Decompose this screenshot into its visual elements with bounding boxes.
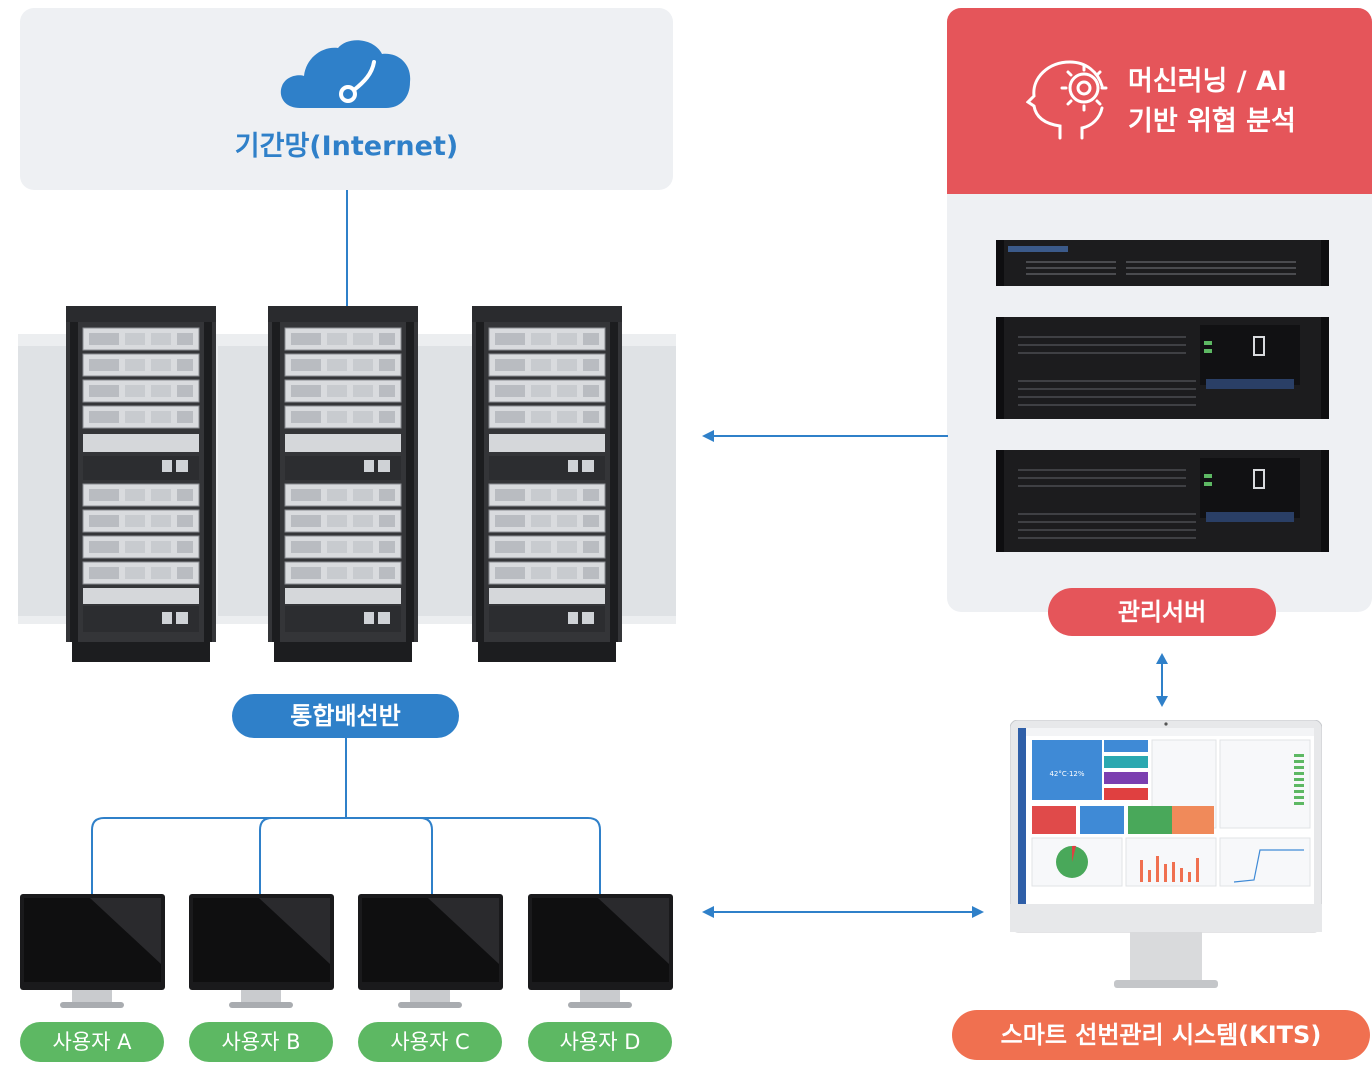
internet-label: 기간망(Internet) <box>234 131 459 162</box>
user-connection-tree <box>80 738 620 898</box>
server-1u <box>996 240 1329 286</box>
ai-title-line2: 기반 위협 분석 <box>1128 106 1296 137</box>
user-label-c: 사용자 C <box>358 1022 502 1062</box>
arrow-ai-to-racks <box>700 428 950 444</box>
server-3u-b <box>996 450 1329 552</box>
user-monitor-d <box>528 894 673 1010</box>
kits-label: 스마트 선번관리 시스템(KITS) <box>952 1010 1370 1060</box>
user-monitor-a <box>20 894 165 1010</box>
user-monitor-c <box>358 894 503 1010</box>
user-label-b: 사용자 B <box>189 1022 333 1062</box>
cloud-icon <box>278 34 414 110</box>
ai-title: 머신러닝 / AI 기반 위협 분석 <box>1128 62 1358 142</box>
arrow-users-kits <box>700 904 986 920</box>
user-label-a: 사용자 A <box>20 1022 164 1062</box>
arrow-server-kits <box>1154 652 1170 708</box>
ai-panel-header <box>947 8 1372 194</box>
server-3u-a <box>996 317 1329 419</box>
ai-head-gear-icon <box>1026 58 1112 140</box>
management-server-label: 관리서버 <box>1048 588 1276 636</box>
rack-group <box>18 306 676 662</box>
patch-panel-label: 통합배선반 <box>232 694 459 738</box>
ai-title-line1: 머신러닝 / AI <box>1128 66 1287 97</box>
uplink-line <box>346 190 348 308</box>
kits-monitor: 42°C·12% <box>1010 720 1322 990</box>
user-label-d: 사용자 D <box>528 1022 672 1062</box>
dashboard-weather-value: 42°C·12% <box>1049 770 1084 778</box>
user-monitor-b <box>189 894 334 1010</box>
